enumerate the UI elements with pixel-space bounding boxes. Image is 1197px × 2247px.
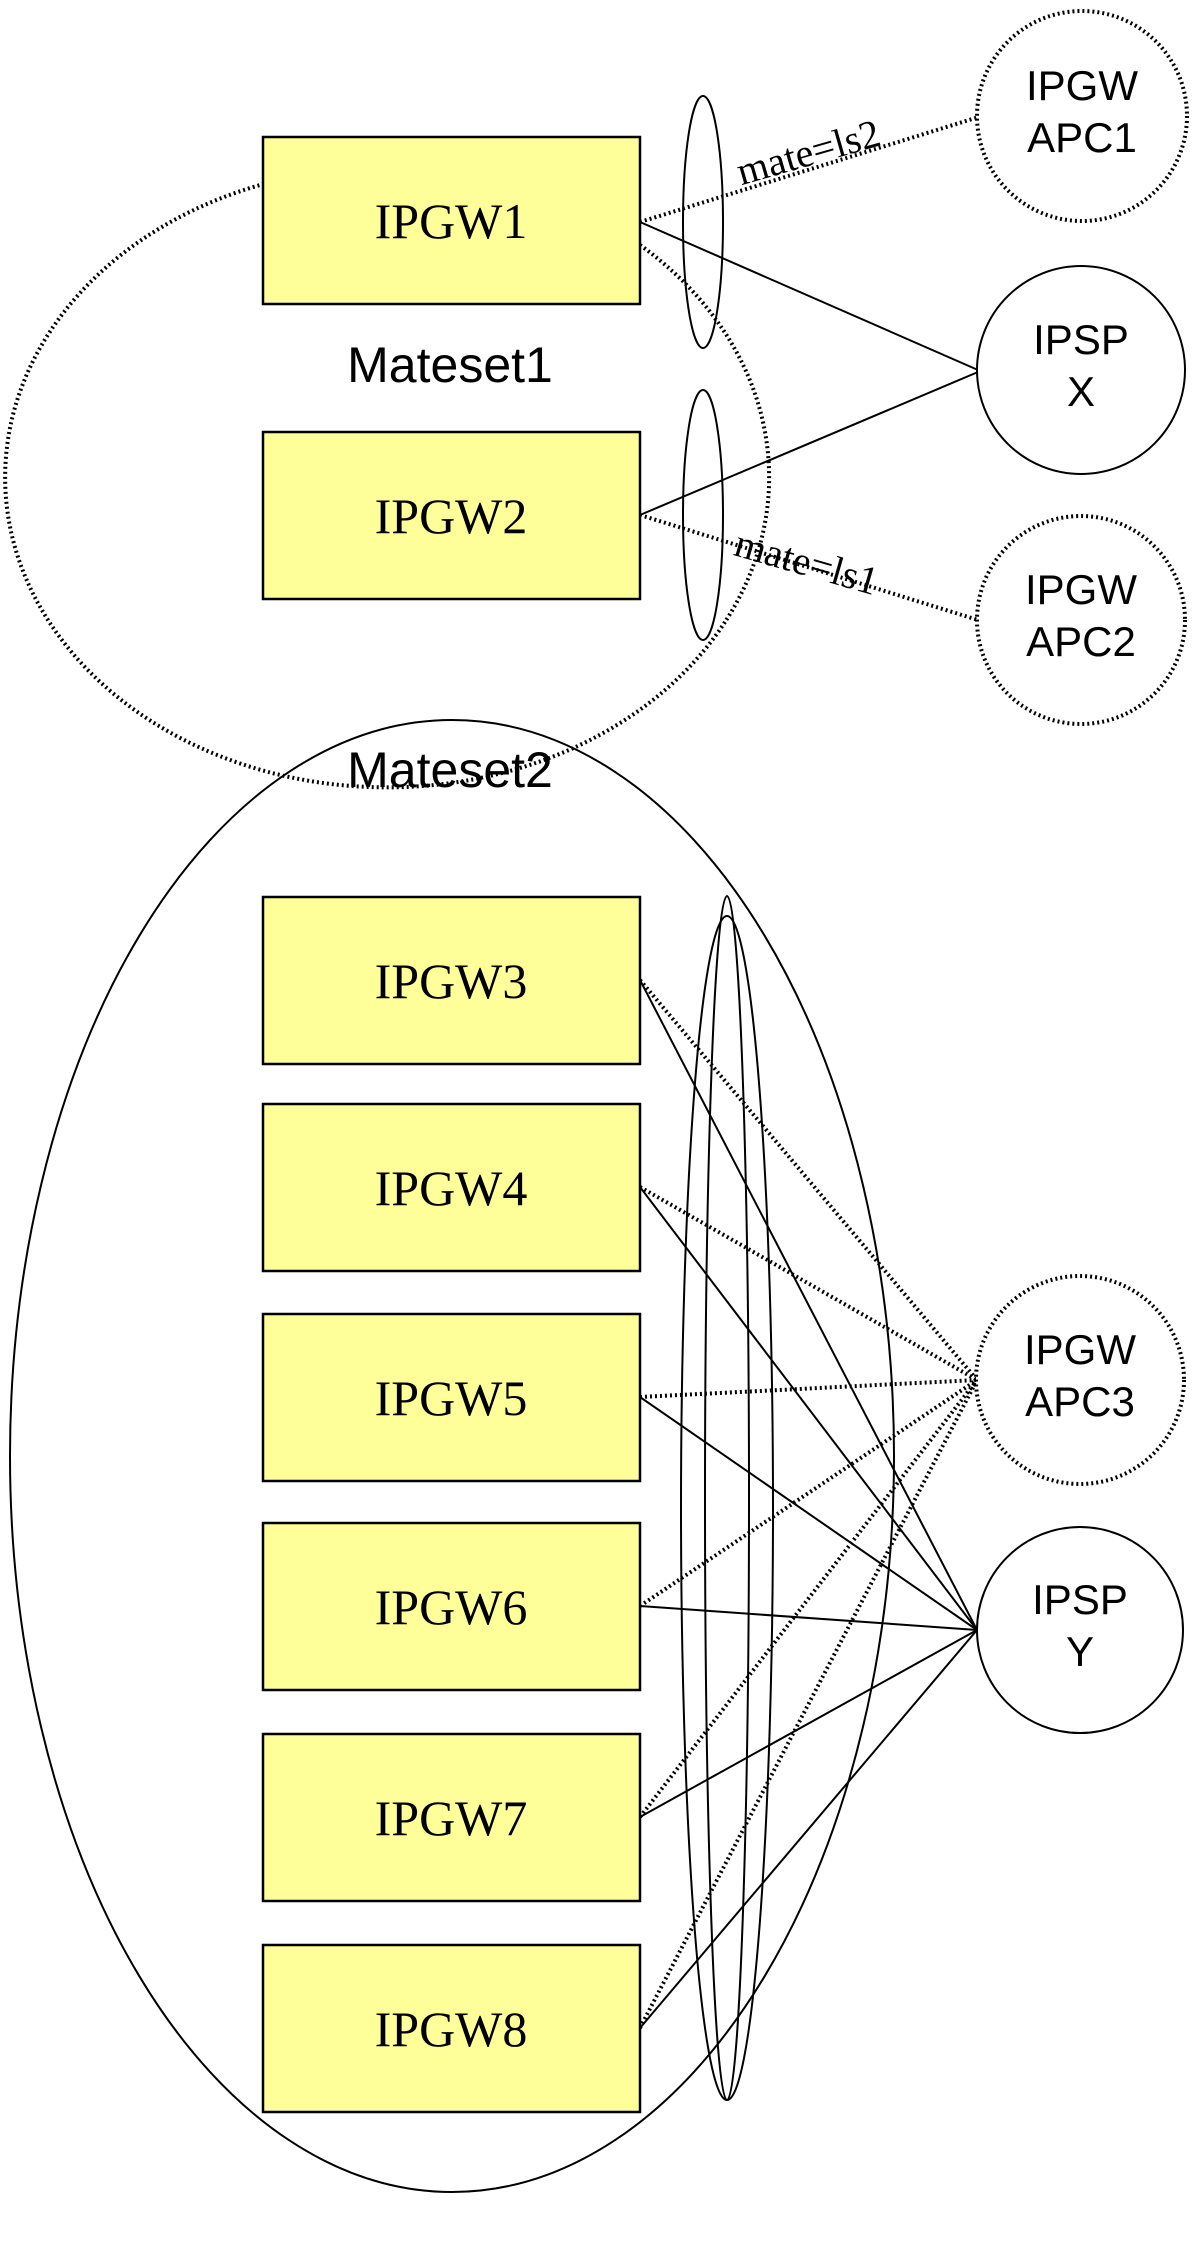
gateway-label: IPGW7 xyxy=(375,1790,528,1846)
node-circle xyxy=(974,1274,1186,1486)
gateway-box xyxy=(261,1732,642,1903)
mateset1-label: Mateset1 xyxy=(347,337,553,393)
gateway-ipgw4: IPGW4 xyxy=(261,1102,642,1273)
gateway-box xyxy=(261,135,642,306)
mateset2-label: Mateset2 xyxy=(347,742,553,798)
node-circle xyxy=(976,1526,1184,1734)
node-label: IPGW xyxy=(1025,566,1137,613)
linkset-ellipse-mateset2-a xyxy=(704,895,750,2101)
link-label-mate-ls1: mate=ls1 xyxy=(730,520,884,604)
gateway-ipgw3: IPGW3 xyxy=(261,895,642,1066)
gateway-label: IPGW1 xyxy=(375,193,528,249)
link-ipgw4-apc3 xyxy=(639,1185,978,1382)
linkset-ellipse-ipgw2 xyxy=(682,389,724,641)
link-ipgw5-apc3 xyxy=(639,1378,978,1399)
linksets xyxy=(680,95,774,2101)
node-circle xyxy=(975,514,1187,726)
remote-node-ipsp-x: IPSP X xyxy=(976,265,1186,475)
link-ipgw8-apc3 xyxy=(638,1379,979,2029)
gateway-box xyxy=(261,895,642,1066)
node-label: X xyxy=(1067,368,1095,415)
linkset-ellipse-mateset2-b xyxy=(680,915,774,2101)
link-ipgw6-apc3 xyxy=(638,1378,979,1608)
mateset1-outline xyxy=(3,165,772,790)
gateway-label: IPGW5 xyxy=(375,1370,528,1426)
link-ipgw1-x xyxy=(639,221,979,371)
mateset1-group: Mateset1 xyxy=(3,165,772,790)
gateway-label: IPGW4 xyxy=(375,1160,528,1216)
mateset2-links xyxy=(638,978,979,2029)
node-label: APC2 xyxy=(1026,618,1136,665)
gateway-ipgw7: IPGW7 xyxy=(261,1732,642,1903)
link-ipgw2-apc2 xyxy=(639,513,979,622)
gateway-ipgw1: IPGW1 xyxy=(261,135,642,306)
remote-node-ipsp-y: IPSP Y xyxy=(976,1526,1184,1734)
mateset2-group: Mateset2 xyxy=(9,719,895,2193)
node-label: APC1 xyxy=(1027,114,1137,161)
link-ipgw7-apc3 xyxy=(638,1378,979,1819)
link-ipgw6-y xyxy=(639,1605,978,1631)
gateway-ipgw6: IPGW6 xyxy=(261,1521,642,1692)
gateway-box xyxy=(261,1102,642,1273)
gateway-label: IPGW2 xyxy=(375,488,528,544)
node-label: IPSP xyxy=(1033,316,1129,363)
gateway-box xyxy=(261,1521,642,1692)
gateway-ipgw5: IPGW5 xyxy=(261,1312,642,1483)
link-label-mate-ls2: mate=ls2 xyxy=(731,110,885,194)
node-label: IPSP xyxy=(1032,1576,1128,1623)
link-ipgw2-x xyxy=(639,371,979,516)
gateway-box xyxy=(261,430,642,601)
node-label: IPGW xyxy=(1026,62,1138,109)
gateway-ipgw8: IPGW8 xyxy=(261,1943,642,2114)
gateway-label: IPGW6 xyxy=(375,1579,528,1635)
gateway-box xyxy=(261,1312,642,1483)
gateway-label: IPGW3 xyxy=(375,953,528,1009)
mateset1-links xyxy=(639,114,983,622)
node-label: Y xyxy=(1066,1628,1094,1675)
gateway-box xyxy=(261,1943,642,2114)
gateway-label: IPGW8 xyxy=(375,2001,528,2057)
gateway-ipgw2: IPGW2 xyxy=(261,430,642,601)
remote-node-ipgw-apc2: IPGW APC2 xyxy=(975,514,1187,726)
link-ipgw8-y xyxy=(639,1629,978,2029)
node-circle xyxy=(975,9,1189,223)
link-ipgw4-y xyxy=(639,1186,978,1631)
mateset2-outline xyxy=(9,719,895,2193)
node-label: APC3 xyxy=(1025,1378,1135,1425)
remote-node-ipgw-apc3: IPGW APC3 xyxy=(974,1274,1186,1486)
linkset-ellipse-ipgw1 xyxy=(682,95,724,349)
node-circle xyxy=(976,265,1186,475)
link-ipgw3-y xyxy=(639,979,978,1631)
node-label: IPGW xyxy=(1024,1326,1136,1373)
link-ipgw7-y xyxy=(639,1629,978,1818)
link-ipgw3-apc3 xyxy=(638,978,979,1382)
remote-node-ipgw-apc1: IPGW APC1 xyxy=(975,9,1189,223)
link-ipgw5-y xyxy=(639,1396,978,1631)
